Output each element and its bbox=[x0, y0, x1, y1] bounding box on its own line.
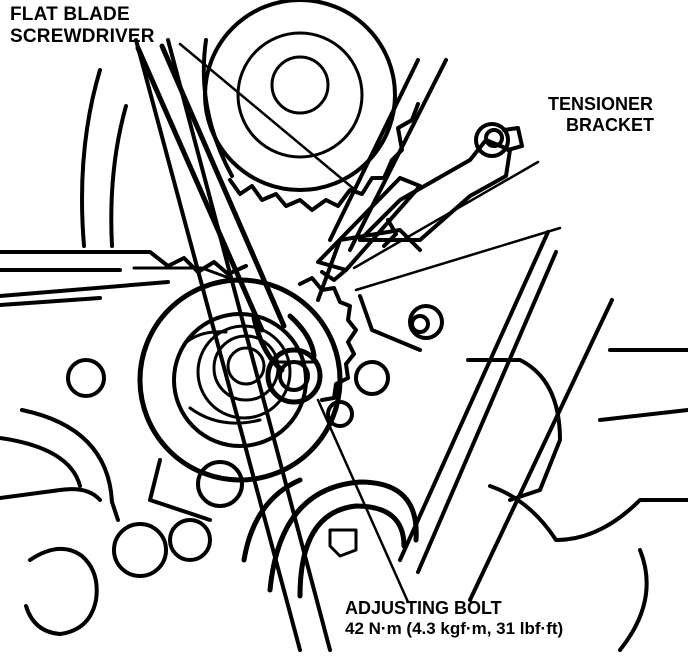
adjusting-bolt-torque-spec: 42 N·m (4.3 kgf·m, 31 lbf·ft) bbox=[345, 618, 564, 638]
engine-housing bbox=[0, 68, 688, 652]
crankshaft-pulley bbox=[241, 477, 419, 599]
screwdriver-label-line1: FLAT BLADE bbox=[10, 4, 130, 25]
adjusting-bolt-label: ADJUSTING BOLT 42 N·m (4.3 kgf·m, 31 lbf… bbox=[345, 598, 563, 638]
leader-lines bbox=[178, 42, 562, 604]
adjusting-bolt-label-line1: ADJUSTING BOLT bbox=[345, 598, 502, 618]
tensioner-label-line2: BRACKET bbox=[566, 114, 654, 135]
camshaft-pulley bbox=[201, 0, 420, 212]
screwdriver-label: FLAT BLADE SCREWDRIVER bbox=[10, 4, 155, 48]
flat-blade-screwdriver bbox=[135, 43, 317, 373]
tensioner-label-line1: TENSIONER bbox=[548, 94, 654, 114]
screwdriver-label-line2: SCREWDRIVER bbox=[10, 25, 155, 47]
tensioner-label: TENSIONER BRACKET bbox=[548, 94, 654, 135]
adjusting-bolt bbox=[265, 347, 323, 405]
tensioner-bracket bbox=[316, 122, 524, 340]
timing-belt bbox=[0, 38, 614, 652]
